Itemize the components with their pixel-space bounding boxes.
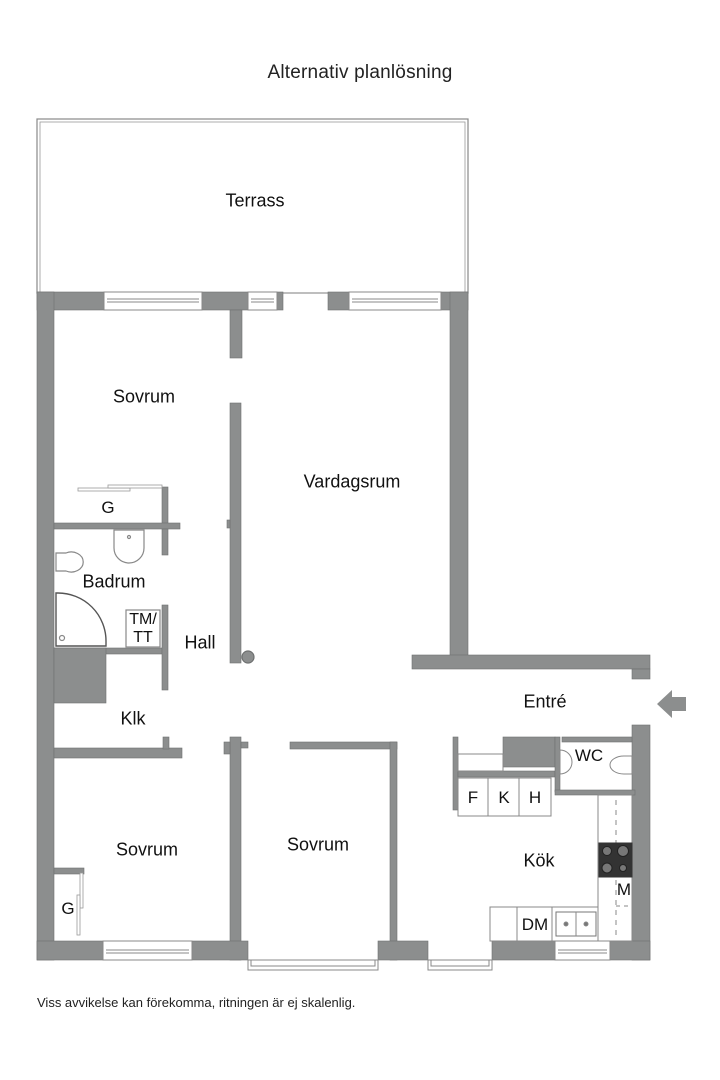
washer-dryer-icon bbox=[125, 609, 161, 648]
room-label-vardagsrum: Vardagsrum bbox=[303, 471, 401, 492]
bathroom-fixtures bbox=[55, 529, 255, 664]
room-label-garderob-top: G bbox=[101, 498, 115, 517]
room-label-sovrum-top: Sovrum bbox=[112, 386, 176, 407]
room-label-terrass: Terrass bbox=[225, 190, 285, 211]
room-label-hall: Hall bbox=[184, 632, 216, 653]
room-label-sovrum-bottom-left: Sovrum bbox=[115, 839, 179, 860]
appliance-row bbox=[457, 777, 552, 817]
room-label-garderob-bottom: G bbox=[61, 899, 75, 918]
shower-icon bbox=[55, 592, 107, 647]
room-label-tm-tt: TM/ TT bbox=[129, 611, 157, 647]
wc-toilet-icon bbox=[609, 755, 633, 775]
room-label-wc: WC bbox=[574, 746, 604, 765]
room-label-badrum: Badrum bbox=[82, 571, 146, 592]
kitchen-fixtures bbox=[457, 749, 633, 942]
entrance-arrow-icon bbox=[657, 690, 686, 718]
tt-label: TT bbox=[133, 629, 153, 646]
appliance-label-m: M bbox=[616, 880, 632, 899]
appliance-label-f: F bbox=[467, 788, 479, 807]
toilet-icon bbox=[55, 551, 84, 573]
room-label-entre: Entré bbox=[523, 691, 567, 712]
room-label-klk: Klk bbox=[120, 708, 146, 729]
column-icon bbox=[241, 650, 255, 664]
sink-icon bbox=[113, 529, 145, 564]
room-label-sovrum-bottom-mid: Sovrum bbox=[286, 834, 350, 855]
tm-label: TM/ bbox=[129, 611, 157, 628]
plan-title: Alternativ planlösning bbox=[267, 62, 453, 83]
disclaimer-footnote: Viss avvikelse kan förekomma, ritningen … bbox=[37, 995, 356, 1010]
appliance-label-k: K bbox=[498, 788, 510, 807]
appliance-label-dm: DM bbox=[521, 915, 549, 934]
appliance-label-h: H bbox=[528, 788, 542, 807]
wc-sink-icon bbox=[559, 749, 573, 775]
room-label-kok: Kök bbox=[523, 850, 555, 871]
